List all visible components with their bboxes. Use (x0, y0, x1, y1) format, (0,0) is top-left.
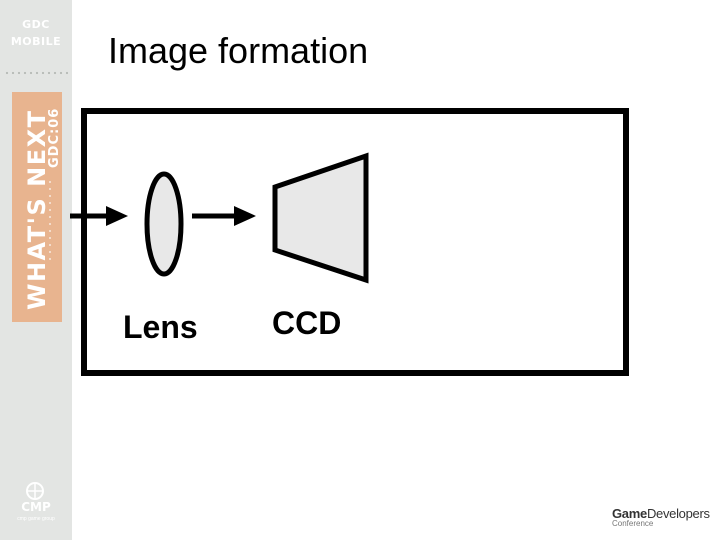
gdc-logo-line1: GDC (22, 18, 50, 31)
dotted-divider (4, 70, 68, 78)
input-arrow (70, 206, 128, 226)
gdc-mobile-logo: GDC MOBILE (0, 16, 72, 50)
whats-next-banner-text: WHAT'S NEXT GDC:06 (23, 108, 62, 310)
game-developers-conference-logo: GameDevelopers Conference (612, 506, 710, 528)
gdc-wordmark: GameDevelopers (612, 506, 710, 521)
gdc-logo-line2: MOBILE (10, 35, 62, 48)
lens-shape (144, 171, 184, 277)
whats-next-banner (12, 92, 62, 322)
lens-label: Lens (123, 309, 198, 345)
cmp-logo: CMP (21, 500, 51, 514)
lens-to-ccd-arrow (192, 206, 256, 226)
camera-body-box (81, 108, 629, 376)
conference-sidebar: GDC MOBILE WHAT'S NEXT GDC:06 CMP cmp ga… (0, 0, 72, 540)
ccd-sensor-shape (272, 152, 369, 284)
slide-title: Image formation (108, 30, 369, 71)
banner-dots (49, 181, 51, 260)
ccd-label: CCD (272, 305, 342, 341)
gdc-wordmark-game: Game (612, 506, 647, 521)
cmp-subtitle: cmp game group (17, 516, 55, 522)
gdc-wordmark-developers: Developers (646, 506, 710, 521)
banner-sub-text: GDC:06 (47, 108, 62, 168)
cmp-globe-icon (26, 482, 44, 500)
banner-main-text: WHAT'S NEXT (23, 110, 51, 310)
gdc-wordmark-conference: Conference (612, 519, 654, 528)
